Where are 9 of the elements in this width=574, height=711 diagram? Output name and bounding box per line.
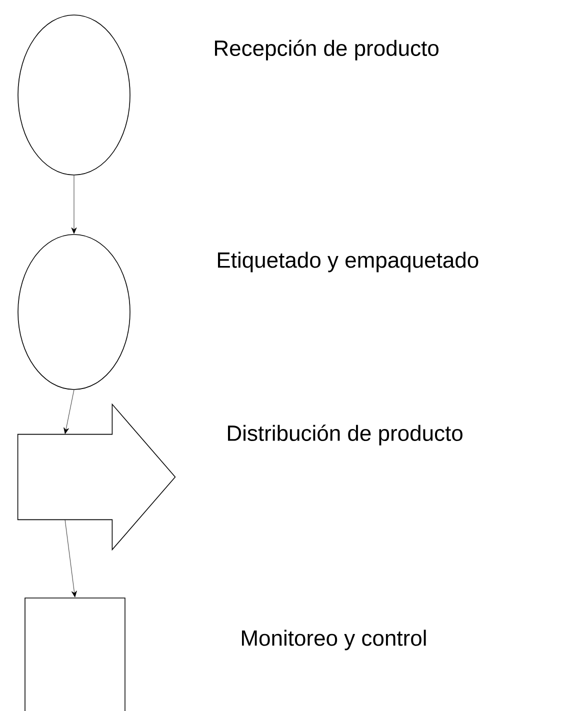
circle — [18, 14, 130, 176]
arrow — [64, 390, 74, 434]
step-label: Recepción de producto — [215, 40, 438, 60]
arrow — [64, 520, 77, 598]
step-label: Etiquetado y empaquetado — [218, 252, 478, 272]
step-label: Distribución de producto — [228, 424, 462, 446]
circle — [18, 234, 130, 390]
arrow — [71, 175, 77, 234]
step-label: Monitoreo y control — [242, 630, 426, 650]
